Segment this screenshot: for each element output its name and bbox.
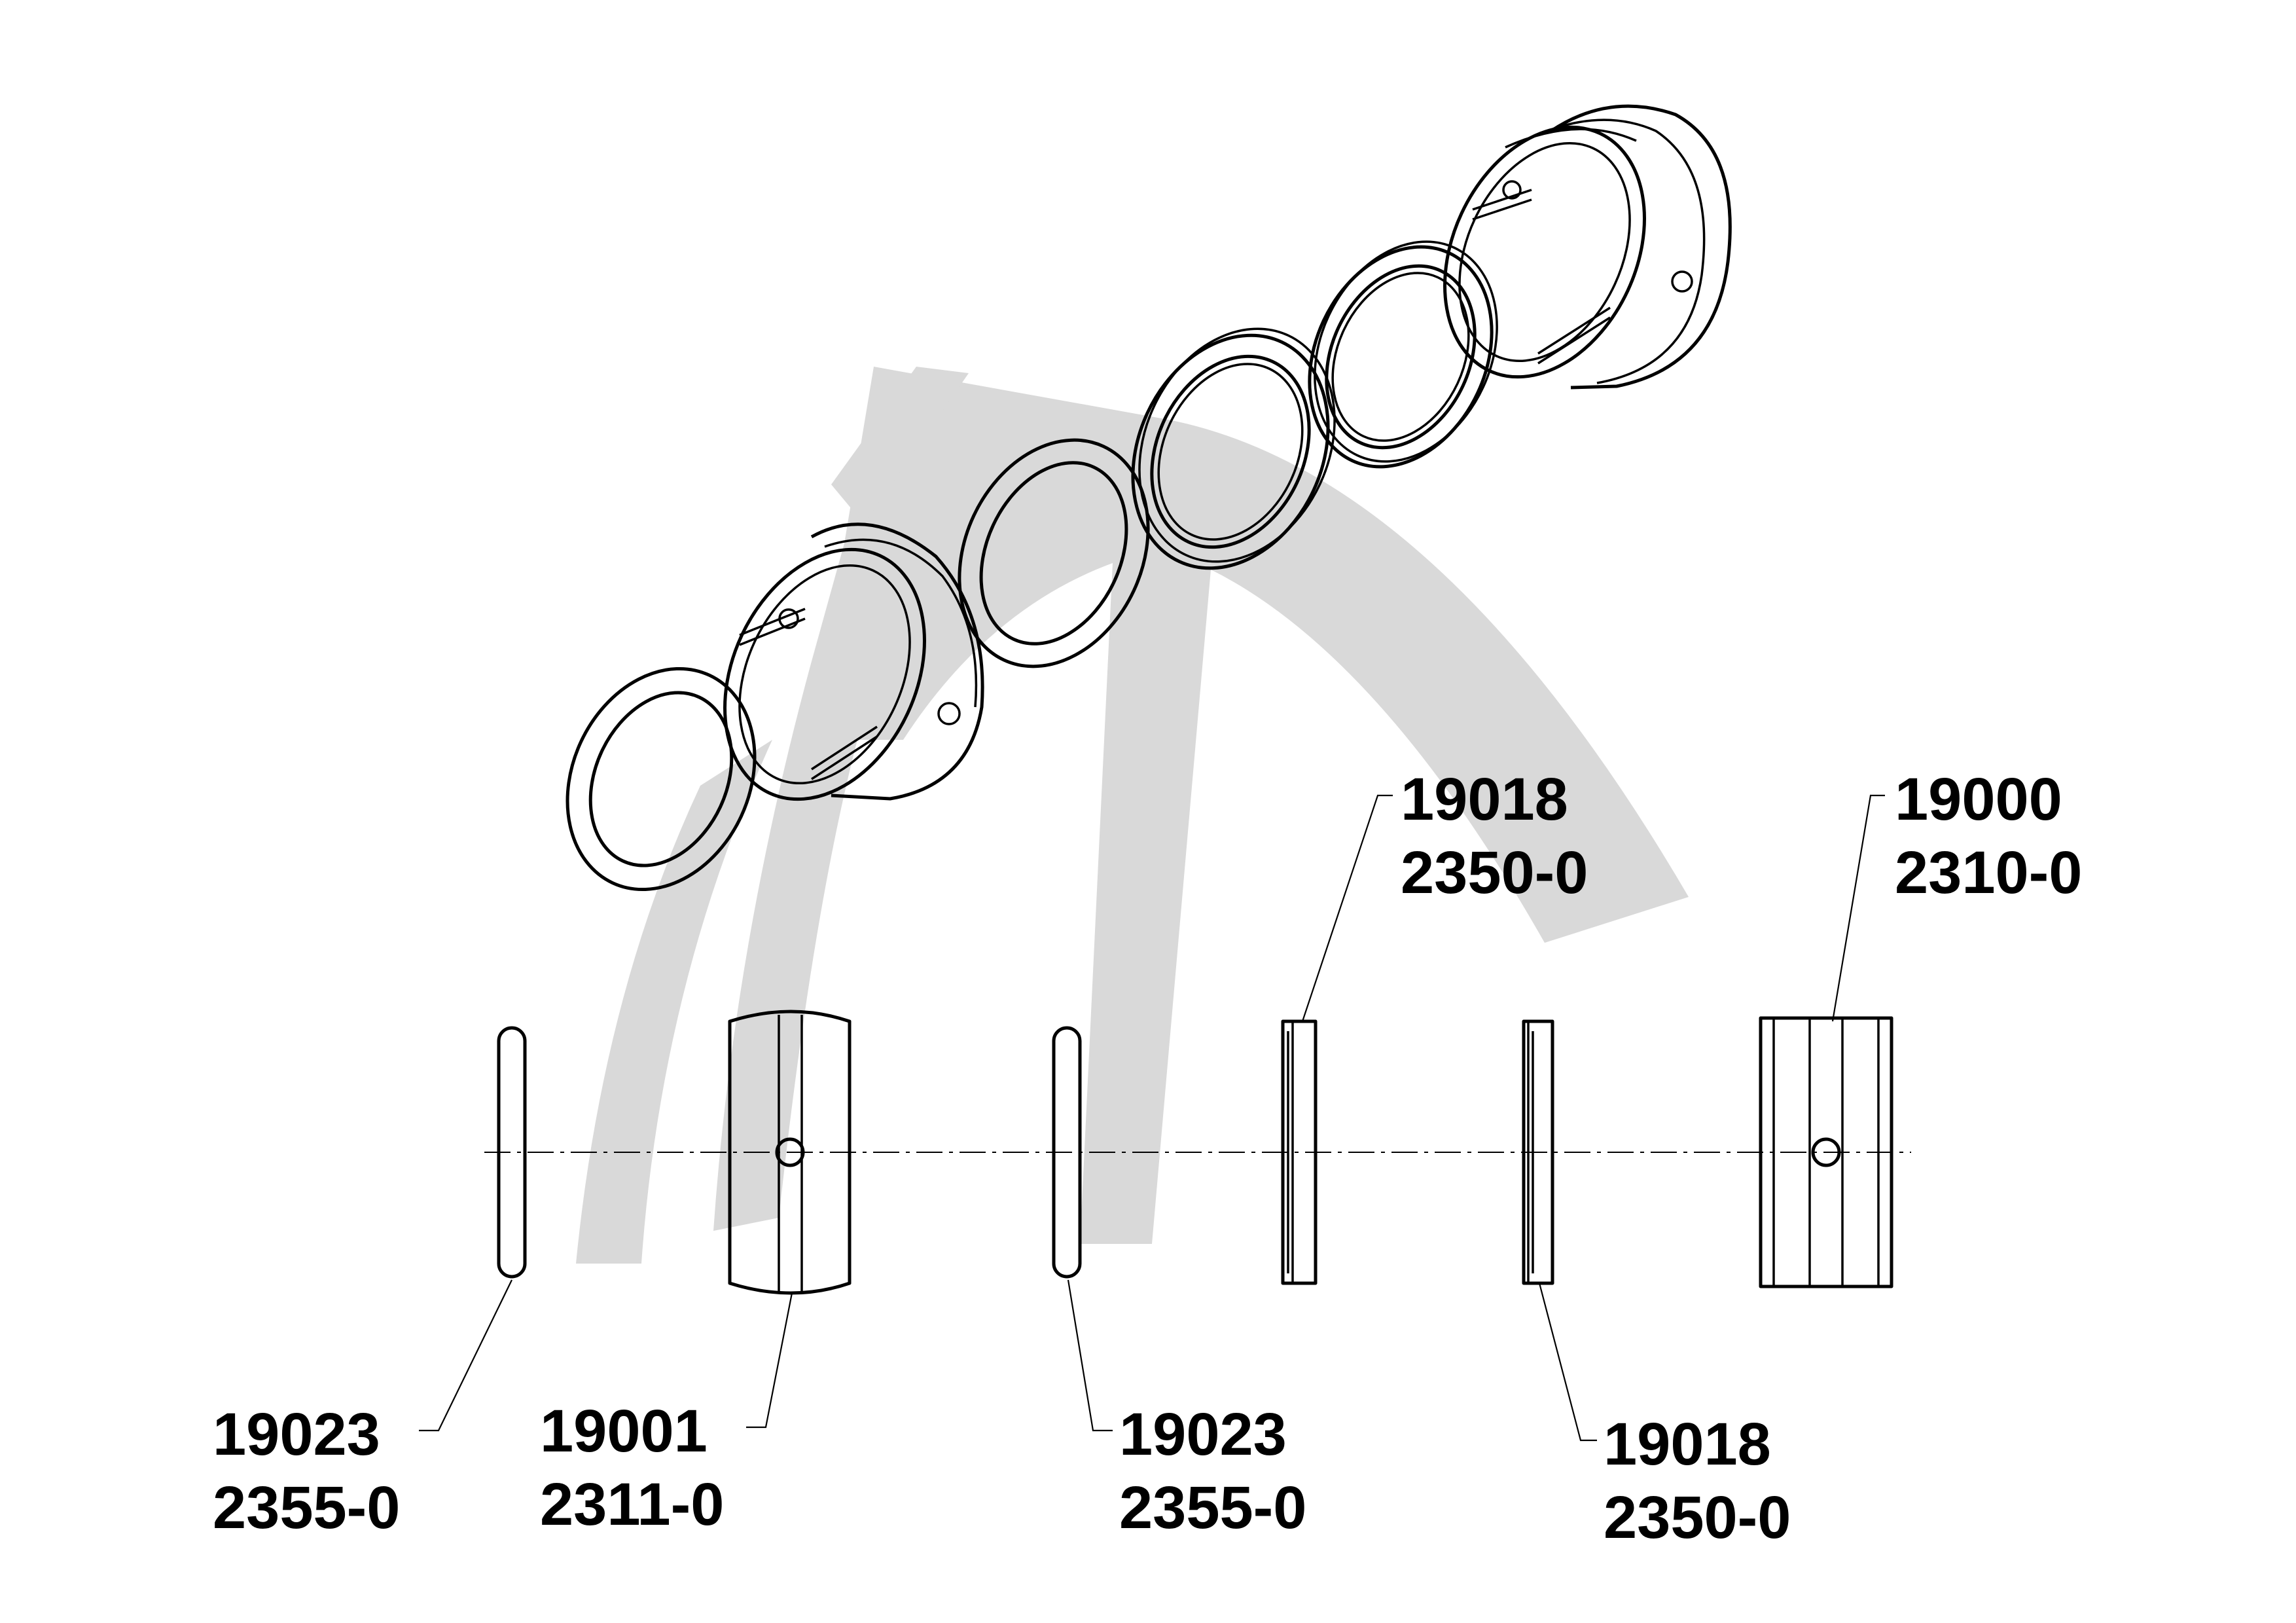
callout-code: 2311-0 xyxy=(540,1471,725,1538)
callout-part-no: 19018 xyxy=(1401,766,1568,833)
iso-housing-19000 xyxy=(1443,104,1732,390)
side-oring-1 xyxy=(497,1026,527,1279)
side-housing-19000 xyxy=(1759,1016,1893,1288)
iso-oring-middle xyxy=(958,438,1150,668)
iso-ring-19018-a xyxy=(1131,327,1336,570)
callout-19000: 19000 2310-0 xyxy=(1895,763,2082,909)
callout-19001: 19001 2311-0 xyxy=(540,1395,724,1541)
iso-oring-left xyxy=(565,666,757,892)
callout-part-no: 19001 xyxy=(540,1398,708,1465)
callout-code: 2355-0 xyxy=(1119,1474,1307,1541)
side-oring-2 xyxy=(1052,1026,1082,1279)
callout-code: 2355-0 xyxy=(213,1474,401,1541)
iso-seat-19001 xyxy=(723,522,984,801)
leader-lines xyxy=(419,794,1885,1442)
callout-code: 2350-0 xyxy=(1401,839,1588,906)
callout-part-no: 19023 xyxy=(213,1401,380,1468)
callout-19023-left: 19023 2355-0 xyxy=(213,1398,400,1544)
callout-19023-middle: 19023 2355-0 xyxy=(1119,1398,1306,1544)
side-seat-19001 xyxy=(728,1010,852,1295)
callout-19018-upper: 19018 2350-0 xyxy=(1401,763,1588,909)
side-ring-19018-b xyxy=(1522,1019,1554,1285)
callout-19018-lower: 19018 2350-0 xyxy=(1604,1408,1791,1554)
callout-code: 2350-0 xyxy=(1604,1484,1791,1551)
callout-code: 2310-0 xyxy=(1895,839,2083,906)
callout-part-no: 19000 xyxy=(1895,766,2062,833)
side-ring-19018-a xyxy=(1281,1019,1318,1285)
callout-part-no: 19018 xyxy=(1604,1411,1771,1478)
callout-part-no: 19023 xyxy=(1119,1401,1287,1468)
